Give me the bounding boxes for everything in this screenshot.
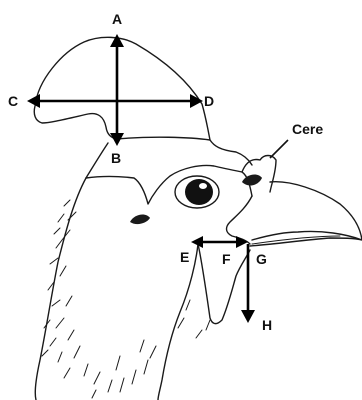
neck-back [35,178,86,400]
label-g: G [256,251,267,267]
upper-beak [252,182,362,240]
casque-right-base [210,140,252,165]
label-a: A [112,11,122,27]
arrowhead-h [241,310,255,323]
casque-outline [34,37,210,140]
arrowhead-e [191,236,203,248]
nostril-icon [242,175,262,186]
cere-outline [242,156,276,193]
eye-iris-icon [185,179,213,205]
face-patch-outline [86,165,252,204]
label-d: D [204,93,214,109]
arrowhead-c [27,94,40,108]
label-e: E [180,249,189,265]
casque-base-line [86,143,108,178]
arrowhead-a [110,34,124,47]
label-h: H [262,317,272,333]
eye-highlight-icon [199,183,207,189]
arrowhead-g [236,236,248,248]
label-c: C [8,93,18,109]
label-f: F [222,251,231,267]
label-b: B [111,150,121,166]
face-contour [227,196,253,244]
label-cere: Cere [292,121,323,137]
arrowhead-b [110,133,124,146]
neck-front [158,244,198,400]
cere-pointer-line [270,140,288,158]
ear-opening-icon [130,215,150,225]
